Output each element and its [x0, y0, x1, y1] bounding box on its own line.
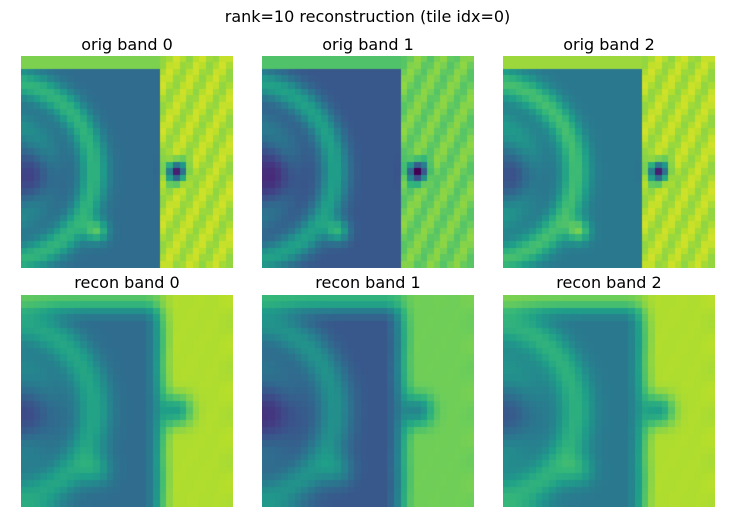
heatmap-recon-band-0 [21, 295, 233, 507]
panel-title-orig-band-0: orig band 0 [81, 35, 173, 54]
heatmap-orig-band-2 [503, 56, 715, 268]
panel-title-recon-band-2: recon band 2 [556, 273, 662, 292]
heatmap-orig-band-0 [21, 56, 233, 268]
heatmap-orig-band-1 [262, 56, 474, 268]
heatmap-recon-band-2 [503, 295, 715, 507]
figure-suptitle: rank=10 reconstruction (tile idx=0) [224, 7, 511, 26]
panel-title-recon-band-1: recon band 1 [315, 273, 421, 292]
panel-title-orig-band-1: orig band 1 [322, 35, 414, 54]
panel-title-orig-band-2: orig band 2 [563, 35, 655, 54]
panel-title-recon-band-0: recon band 0 [74, 273, 180, 292]
heatmap-recon-band-1 [262, 295, 474, 507]
